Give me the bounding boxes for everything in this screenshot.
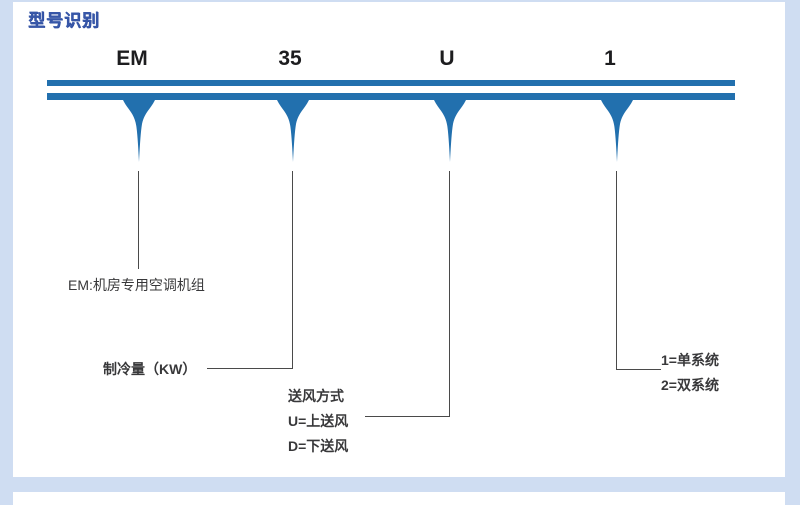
label-cooling-capacity: 制冷量（KW） (103, 361, 197, 377)
label-air-supply-option-d: D=下送风 (288, 438, 349, 454)
connector-line-airflow (449, 171, 450, 417)
arrow-down-funnel-icon (601, 100, 633, 162)
next-section-card (13, 492, 785, 505)
arrow-down-funnel-icon (123, 100, 155, 162)
label-em-description: EM:机房专用空调机组 (68, 277, 205, 293)
code-segment-airflow: U (439, 47, 455, 70)
connector-elbow-capacity (207, 368, 293, 369)
connector-line-capacity (292, 171, 293, 369)
label-system-option-1: 1=单系统 (661, 352, 719, 368)
code-segment-em: EM (116, 47, 148, 70)
connector-line-em (138, 171, 139, 269)
connector-elbow-system (616, 369, 661, 370)
section-title: 型号识别 (28, 11, 100, 30)
label-system-option-2: 2=双系统 (661, 377, 719, 393)
code-segment-capacity: 35 (278, 47, 302, 70)
label-air-supply-title: 送风方式 (288, 388, 344, 404)
model-ruler-line-bottom (47, 93, 735, 100)
connector-line-system (616, 171, 617, 370)
model-ruler-line-top (47, 80, 735, 86)
arrow-down-funnel-icon (434, 100, 466, 162)
code-segment-system: 1 (604, 47, 616, 70)
arrow-down-funnel-icon (277, 100, 309, 162)
connector-elbow-airflow (365, 416, 450, 417)
content-card (13, 2, 785, 477)
label-air-supply-option-u: U=上送风 (288, 413, 349, 429)
